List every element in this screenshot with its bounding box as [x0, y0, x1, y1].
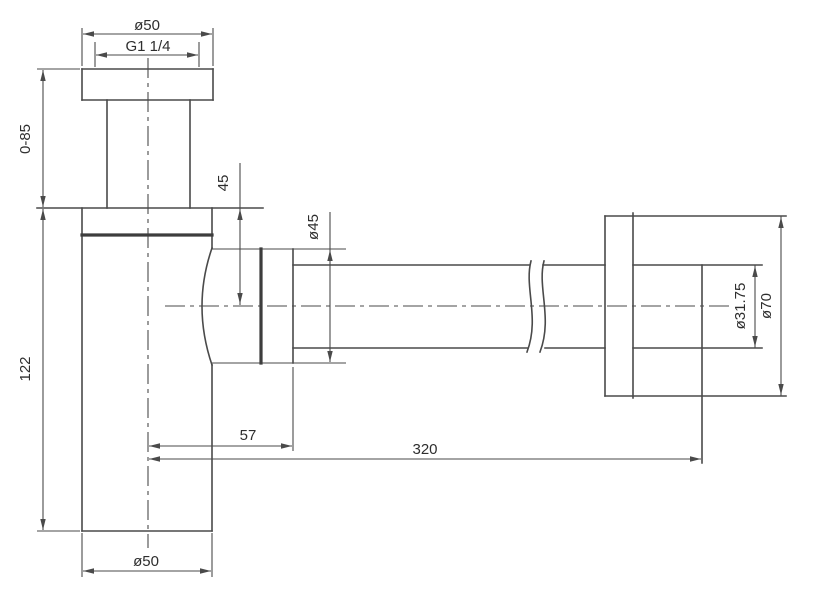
dimension-label: 57 [240, 427, 257, 444]
arrowhead [83, 568, 94, 574]
arrowhead [96, 52, 107, 58]
arrowhead [281, 443, 292, 449]
pipe-break-curve-left [525, 260, 534, 354]
arrowhead [83, 31, 94, 37]
horizontal-pipe [292, 260, 606, 354]
dimension-label: ø70 [758, 293, 775, 319]
dim-thread-size: G1 1/4 [94, 38, 200, 67]
arrowhead [752, 266, 758, 277]
arrowhead [237, 293, 243, 304]
dim-center-to-nut-offset: 57 [149, 367, 294, 451]
arrowhead [778, 384, 784, 395]
outlet-transition-curve [201, 246, 214, 367]
trap-body [36, 207, 264, 532]
dim-inlet-depth: 45 [215, 163, 243, 305]
arrowhead [200, 568, 211, 574]
arrowhead [237, 209, 243, 220]
outlet-nut [212, 247, 346, 365]
dim-nut-diameter: ø45 [305, 212, 333, 362]
centerlines [147, 58, 733, 548]
wall-escutcheon [604, 212, 787, 464]
arrowhead [149, 443, 160, 449]
dim-body-diameter: ø50 [81, 533, 213, 577]
pipe-break-curve-right [538, 260, 547, 354]
arrowhead [327, 250, 333, 261]
dimension-label: ø45 [305, 214, 322, 240]
dim-pipe-diameter: ø31.75 [732, 265, 758, 348]
dimension-label: ø31.75 [732, 283, 749, 330]
dimension-label: 320 [412, 441, 437, 458]
arrowhead [690, 456, 701, 462]
dimension-label: ø50 [133, 553, 159, 570]
dim-center-to-pipe-end: 320 [149, 441, 701, 462]
dim-escutcheon-diameter: ø70 [758, 216, 784, 396]
top-inlet-flange [81, 68, 214, 209]
arrowhead [40, 196, 46, 207]
dimension-label: ø50 [134, 17, 160, 34]
dimension-label: 122 [17, 356, 34, 381]
dimension-label: 45 [215, 175, 232, 192]
dim-adjustable-height: 0-85 [17, 68, 80, 207]
arrowhead [40, 209, 46, 220]
dim-top-flange-diameter: ø50 [81, 17, 214, 66]
dim-body-height: 122 [17, 209, 80, 532]
dimension-label: 0-85 [17, 124, 34, 154]
arrowhead [201, 31, 212, 37]
arrowhead [327, 351, 333, 362]
arrowhead [40, 70, 46, 81]
arrowhead [752, 336, 758, 347]
arrowhead [187, 52, 198, 58]
arrowhead [778, 217, 784, 228]
arrowhead [40, 519, 46, 530]
dimension-label: G1 1/4 [125, 38, 170, 55]
arrowhead [149, 456, 160, 462]
